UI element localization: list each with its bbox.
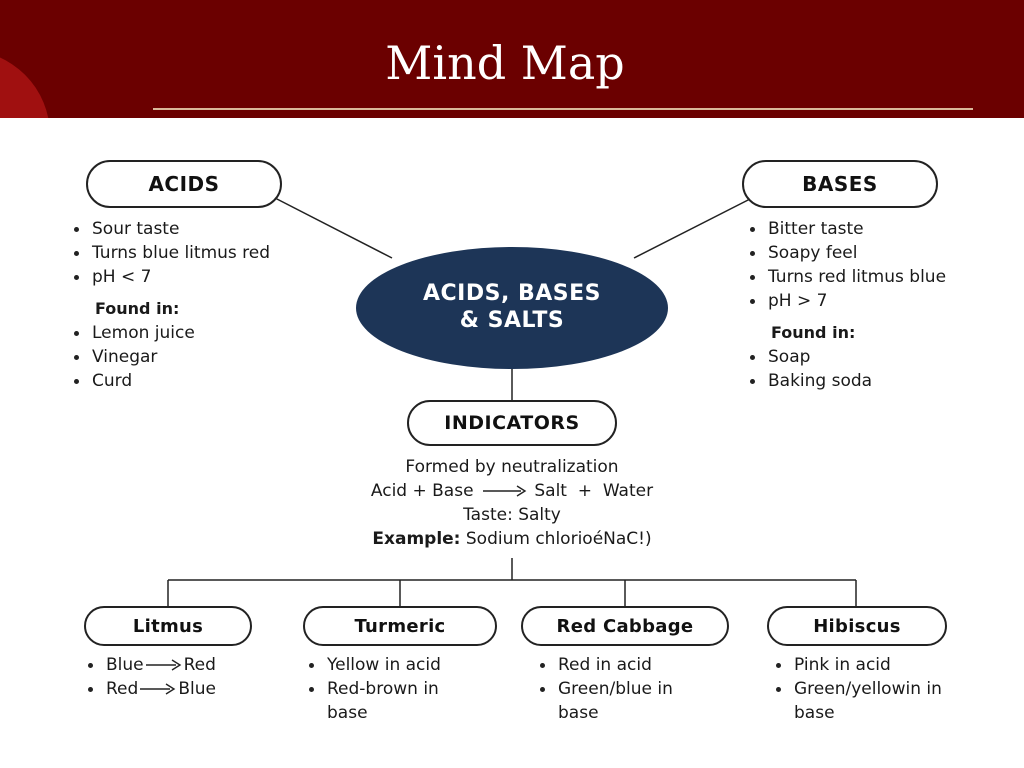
bases-properties: Bitter taste Soapy feel Turns red litmus…: [748, 217, 946, 313]
list-item: Yellow in acid: [307, 653, 497, 677]
indicator-node-red-cabbage: Red Cabbage: [521, 606, 729, 646]
acids-node: ACIDS: [86, 160, 282, 208]
indicators-title: INDICATORS: [444, 412, 580, 434]
arrow-right-icon: [479, 481, 534, 501]
indicators-node: INDICATORS: [407, 400, 617, 446]
salts-example: Example: Sodium chlorioéNaC!): [250, 527, 774, 551]
indicator-name: Turmeric: [354, 615, 446, 637]
list-item: Turns blue litmus red: [72, 241, 270, 265]
indicator-name: Red Cabbage: [556, 615, 694, 637]
example-label: Example:: [372, 529, 461, 549]
page-title: Mind Map: [385, 36, 625, 90]
arrow-right-icon: [144, 655, 184, 675]
example-value: Sodium chlorioéNaC!): [465, 529, 652, 549]
central-topic-line-2: & SALTS: [459, 308, 565, 333]
list-item: Red-brown in base: [307, 677, 467, 725]
list-item: Sour taste: [72, 217, 270, 241]
connector-acids: [274, 197, 393, 259]
list-item: Turns red litmus blue: [748, 265, 946, 289]
list-item: pH < 7: [72, 265, 270, 289]
central-topic-line-1: ACIDS, BASES: [423, 281, 601, 307]
list-item: Soap: [748, 345, 872, 369]
list-item: Bitter taste: [748, 217, 946, 241]
bases-found-label: Found in:: [771, 323, 856, 342]
indicator-node-turmeric: Turmeric: [303, 606, 497, 646]
hibiscus-list: Pink in acid Green/yellowin in base: [774, 653, 994, 725]
list-item: Green/yellowin in base: [774, 677, 980, 725]
list-item: Vinegar: [72, 345, 195, 369]
bases-node: BASES: [742, 160, 938, 208]
list-item: Pink in acid: [774, 653, 994, 677]
acids-title: ACIDS: [148, 172, 220, 196]
central-topic-node: ACIDS, BASES & SALTS: [356, 247, 668, 369]
list-item: Curd: [72, 369, 195, 393]
equation-products: Salt + Water: [534, 481, 654, 501]
salts-equation: Acid + Base Salt + Water: [250, 479, 774, 503]
bases-title: BASES: [802, 172, 878, 196]
turmeric-list: Yellow in acid Red-brown in base: [307, 653, 497, 725]
salts-info: Formed by neutralization Acid + Base Sal…: [250, 455, 774, 551]
indicator-name: Litmus: [132, 615, 204, 637]
list-item: pH > 7: [748, 289, 946, 313]
arrow-right-icon: [138, 679, 178, 699]
bases-found-list: Soap Baking soda: [748, 345, 872, 393]
list-item: Green/blue in base: [538, 677, 698, 725]
header-rule: [153, 108, 973, 110]
red-cabbage-list: Red in acid Green/blue in base: [538, 653, 718, 725]
list-item: Lemon juice: [72, 321, 195, 345]
indicator-name: Hibiscus: [813, 615, 901, 637]
connector-bases: [633, 197, 753, 259]
header-banner: Mind Map: [0, 0, 1024, 118]
equation-reactants: Acid + Base: [370, 481, 474, 501]
acids-properties: Sour taste Turns blue litmus red pH < 7: [72, 217, 270, 289]
indicator-node-hibiscus: Hibiscus: [767, 606, 947, 646]
list-item: Red in acid: [538, 653, 718, 677]
indicator-node-litmus: Litmus: [84, 606, 252, 646]
salts-formed-by: Formed by neutralization: [405, 457, 619, 477]
acids-found-label: Found in:: [95, 299, 180, 318]
salts-taste: Taste: Salty: [463, 505, 561, 525]
acids-found-list: Lemon juice Vinegar Curd: [72, 321, 195, 393]
list-item: Soapy feel: [748, 241, 946, 265]
list-item: Baking soda: [748, 369, 872, 393]
